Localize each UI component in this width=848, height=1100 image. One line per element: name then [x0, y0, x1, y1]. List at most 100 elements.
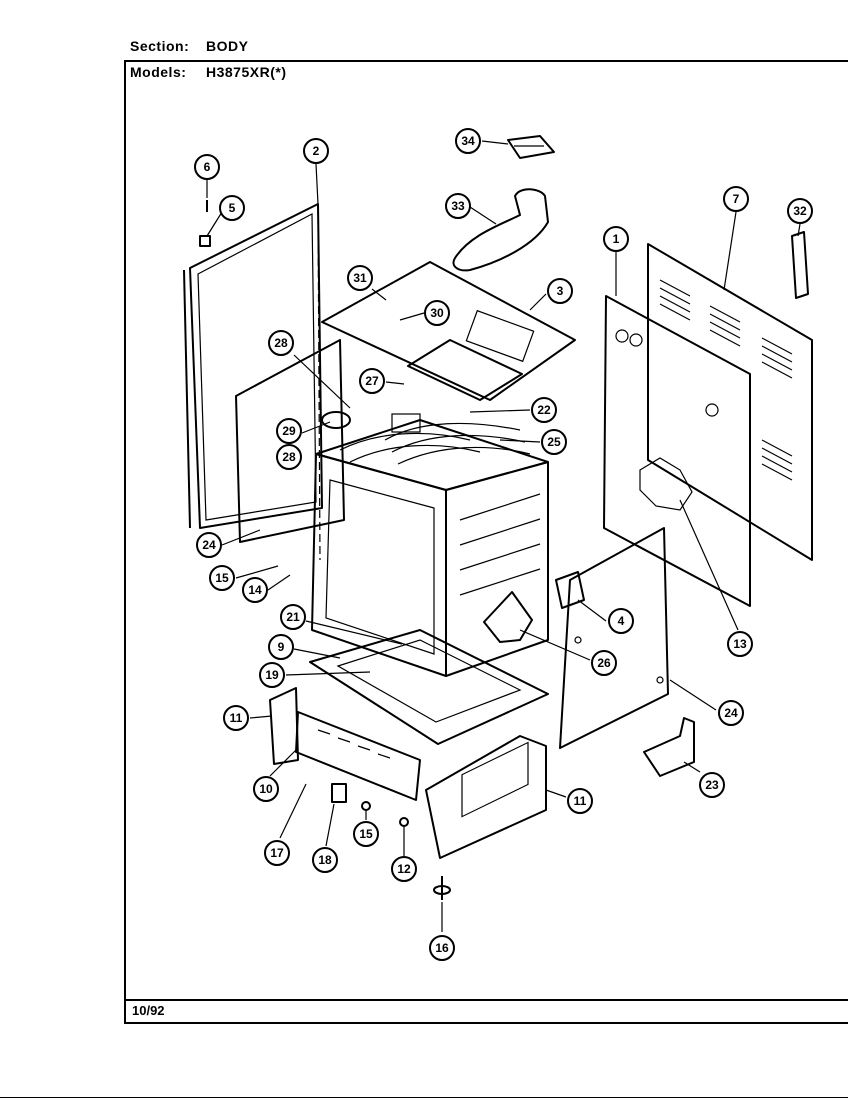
svg-text:33: 33 — [451, 199, 465, 213]
callout-11-right: 11 — [567, 788, 593, 814]
callout-21: 21 — [280, 604, 306, 630]
part-24-right-panel — [559, 527, 669, 749]
part-5-clip — [199, 235, 211, 247]
callout-12: 12 — [391, 856, 417, 882]
callout-16: 16 — [429, 935, 455, 961]
part-7-rear-panel — [647, 243, 813, 561]
callout-5: 5 — [219, 195, 245, 221]
part-15-screw — [361, 801, 371, 811]
part-18-clip — [331, 783, 347, 803]
part-25-wiring — [384, 413, 531, 465]
callout-32: 32 — [787, 198, 813, 224]
callout-4: 4 — [608, 608, 634, 634]
diagram-frame — [124, 60, 848, 1024]
svg-text:24: 24 — [724, 706, 738, 720]
svg-text:19: 19 — [265, 668, 279, 682]
svg-text:22: 22 — [537, 403, 551, 417]
leader-lines — [206, 140, 801, 932]
callout-29: 29 — [276, 418, 302, 444]
callout-23: 23 — [699, 772, 725, 798]
svg-text:4: 4 — [618, 614, 625, 628]
svg-text:30: 30 — [430, 306, 444, 320]
svg-text:9: 9 — [278, 640, 285, 654]
svg-text:7: 7 — [733, 192, 740, 206]
part-23-bracket — [643, 717, 695, 777]
models-value: H3875XR(*) — [206, 64, 287, 80]
section-label: Section: — [130, 38, 190, 54]
svg-text:2: 2 — [313, 144, 320, 158]
callout-9: 9 — [268, 634, 294, 660]
callout-3: 3 — [547, 278, 573, 304]
svg-text:23: 23 — [705, 778, 719, 792]
svg-text:24: 24 — [202, 538, 216, 552]
svg-text:25: 25 — [547, 435, 561, 449]
part-10-kick-panel — [295, 711, 421, 801]
svg-text:18: 18 — [318, 853, 332, 867]
part-2-side-panel — [183, 203, 323, 529]
svg-text:16: 16 — [435, 941, 449, 955]
part-9-bottom-panel — [309, 629, 549, 745]
callout-17: 17 — [264, 840, 290, 866]
part-3-top-panel — [321, 261, 576, 401]
callout-15-upper: 15 — [209, 565, 235, 591]
svg-text:29: 29 — [282, 424, 296, 438]
part-4-clip — [555, 571, 585, 609]
footer-divider — [124, 999, 848, 1001]
callout-33: 33 — [445, 193, 471, 219]
part-12-screw — [399, 817, 409, 827]
callout-1: 1 — [603, 226, 629, 252]
callout-24-right: 24 — [718, 700, 744, 726]
svg-text:15: 15 — [359, 827, 373, 841]
svg-text:15: 15 — [215, 571, 229, 585]
part-11-left-bracket — [269, 687, 299, 765]
svg-text:14: 14 — [248, 583, 262, 597]
part-34-plate — [507, 135, 555, 159]
revision-date: 10/92 — [132, 1003, 165, 1018]
svg-text:21: 21 — [286, 610, 300, 624]
callout-11-left: 11 — [223, 705, 249, 731]
part-16-leveler — [433, 876, 451, 900]
part-11-right-base — [425, 735, 547, 859]
callout-19: 19 — [259, 662, 285, 688]
callout-26: 26 — [591, 650, 617, 676]
section-header: Section: BODY — [130, 38, 248, 54]
part-1-back-panel — [603, 295, 751, 607]
svg-text:13: 13 — [733, 637, 747, 651]
svg-text:11: 11 — [574, 794, 587, 808]
callout-28-upper: 28 — [268, 330, 294, 356]
frame-bottom-border — [124, 1022, 848, 1024]
svg-text:28: 28 — [274, 336, 288, 350]
callout-10: 10 — [253, 776, 279, 802]
callout-34: 34 — [455, 128, 481, 154]
svg-text:26: 26 — [597, 656, 611, 670]
callout-31: 31 — [347, 265, 373, 291]
part-24-left-panel — [235, 209, 345, 561]
svg-text:31: 31 — [353, 271, 367, 285]
svg-text:1: 1 — [613, 232, 620, 246]
callout-28-lower: 28 — [276, 444, 302, 470]
page-bottom-rule — [0, 1097, 848, 1098]
svg-text:5: 5 — [229, 201, 236, 215]
oven-cavity — [311, 419, 549, 677]
svg-text:6: 6 — [204, 160, 211, 174]
callout-13: 13 — [727, 631, 753, 657]
svg-text:32: 32 — [793, 204, 807, 218]
section-value: BODY — [206, 38, 249, 54]
models-header: Models:H3875XR(*) — [130, 64, 286, 80]
svg-text:28: 28 — [282, 450, 296, 464]
callout-22: 22 — [531, 397, 557, 423]
svg-text:3: 3 — [557, 284, 564, 298]
svg-text:10: 10 — [259, 782, 273, 796]
callout-27: 27 — [359, 368, 385, 394]
svg-text:11: 11 — [230, 711, 243, 725]
part-33-duct — [452, 188, 549, 272]
callout-7: 7 — [723, 186, 749, 212]
callout-6: 6 — [194, 154, 220, 180]
svg-text:17: 17 — [270, 846, 284, 860]
svg-text:12: 12 — [397, 862, 411, 876]
part-29-knob — [321, 411, 351, 429]
part-32-bracket — [791, 231, 809, 299]
callout-30: 30 — [424, 300, 450, 326]
svg-text:27: 27 — [365, 374, 379, 388]
